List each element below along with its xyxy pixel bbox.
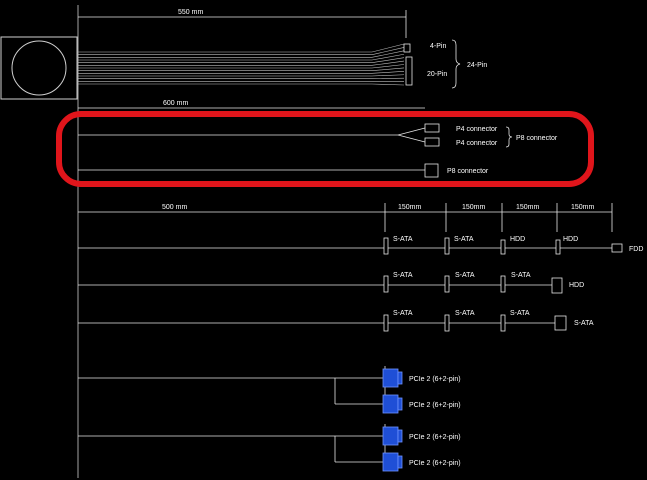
p8-connector-icon <box>424 163 439 178</box>
connector-label: S-ATA <box>455 272 475 279</box>
sata-connector-icon <box>500 275 506 293</box>
hdd-connector-icon <box>500 239 506 255</box>
p4-connector-icon <box>424 137 440 147</box>
main-cable-length: 550 mm <box>178 9 203 16</box>
psu-box <box>0 36 78 100</box>
connector-label: S-ATA <box>511 272 531 279</box>
sata-connector-icon <box>444 314 450 332</box>
connector-label: HDD <box>563 236 578 243</box>
connector-label: S-ATA <box>574 320 594 327</box>
pcie-label: PCIe 2 (6+2-pin) <box>409 434 461 441</box>
connector-label: FDD <box>629 246 643 253</box>
fdd-connector-icon <box>611 243 623 253</box>
pcie-connector-icon <box>382 394 403 414</box>
main-cable-group: 550 mm 4-Pin 20-Pin 24-Pin <box>78 9 487 89</box>
segment-label: 150mm <box>516 204 540 211</box>
pcie-label: PCIe 2 (6+2-pin) <box>409 402 461 409</box>
hdd-connector-icon <box>555 239 561 255</box>
p4-label-bottom: P4 connector <box>456 140 498 147</box>
connector-label: HDD <box>569 282 584 289</box>
pcie-cables-group: PCIe 2 (6+2-pin) PCIe 2 (6+2-pin) PCIe 2… <box>78 366 461 472</box>
sata-end-connector-icon <box>554 315 567 331</box>
connector-label: S-ATA <box>455 310 475 317</box>
peripheral-cables-group: 500 mm 150mm 150mm 150mm 150mm S-ATA S-A… <box>78 203 643 332</box>
p4-connector-icon <box>424 123 440 133</box>
p8-brace <box>505 126 513 148</box>
bundle-wire <box>78 50 405 58</box>
connector-label: S-ATA <box>393 272 413 279</box>
peripheral-length: 500 mm <box>162 204 187 211</box>
sata-connector-icon <box>444 275 450 293</box>
hdd-connector-icon <box>551 277 563 294</box>
p8-group-label: P8 connector <box>516 135 558 142</box>
4pin-label: 4-Pin <box>430 43 446 50</box>
fan-icon <box>11 40 67 96</box>
20pin-label: 20-Pin <box>427 71 447 78</box>
pcie-connector-icon <box>382 452 403 472</box>
highlight-oval <box>56 111 594 187</box>
pcie-connector-icon <box>382 426 403 446</box>
pcie-label: PCIe 2 (6+2-pin) <box>409 460 461 467</box>
bundle-wire <box>78 64 405 69</box>
connector-label: S-ATA <box>393 236 413 243</box>
sata-connector-icon <box>500 314 506 332</box>
bundle-wire <box>78 57 405 63</box>
4pin-connector <box>403 43 411 53</box>
bundle-wire <box>78 74 405 77</box>
connector-label: HDD <box>510 236 525 243</box>
cpu-cable-group: 600 mm P4 connector P4 connector P8 conn… <box>56 100 594 187</box>
psu-unit <box>0 36 78 100</box>
bundle-wire <box>78 60 405 66</box>
pcie-connector-icon <box>382 368 403 388</box>
segment-label: 150mm <box>398 204 422 211</box>
sata-connector-icon <box>383 275 389 293</box>
connector-label: S-ATA <box>454 236 474 243</box>
bundle-wire <box>78 83 405 86</box>
24pin-label: 24-Pin <box>467 62 487 69</box>
sata-connector-icon <box>444 237 450 255</box>
p8-single-label: P8 connector <box>447 168 489 175</box>
sata-connector-icon <box>383 314 389 332</box>
cpu-cable-length: 600 mm <box>163 100 188 107</box>
bundle-wire <box>78 71 405 74</box>
bundle-wire <box>78 43 405 53</box>
bundle-wire <box>78 53 405 61</box>
pcie-label: PCIe 2 (6+2-pin) <box>409 376 461 383</box>
24pin-brace <box>451 39 461 89</box>
cpu-wire-split <box>397 127 426 143</box>
p4-label-top: P4 connector <box>456 126 498 133</box>
connector-label: S-ATA <box>510 310 530 317</box>
segment-label: 150mm <box>571 204 595 211</box>
bundle-wire <box>78 67 405 71</box>
cable-bundle <box>78 43 405 86</box>
20pin-connector <box>405 56 413 86</box>
bundle-wire <box>78 77 405 79</box>
segment-label: 150mm <box>462 204 486 211</box>
connector-label: S-ATA <box>393 310 413 317</box>
sata-connector-icon <box>383 237 389 255</box>
bundle-wire <box>78 47 405 55</box>
